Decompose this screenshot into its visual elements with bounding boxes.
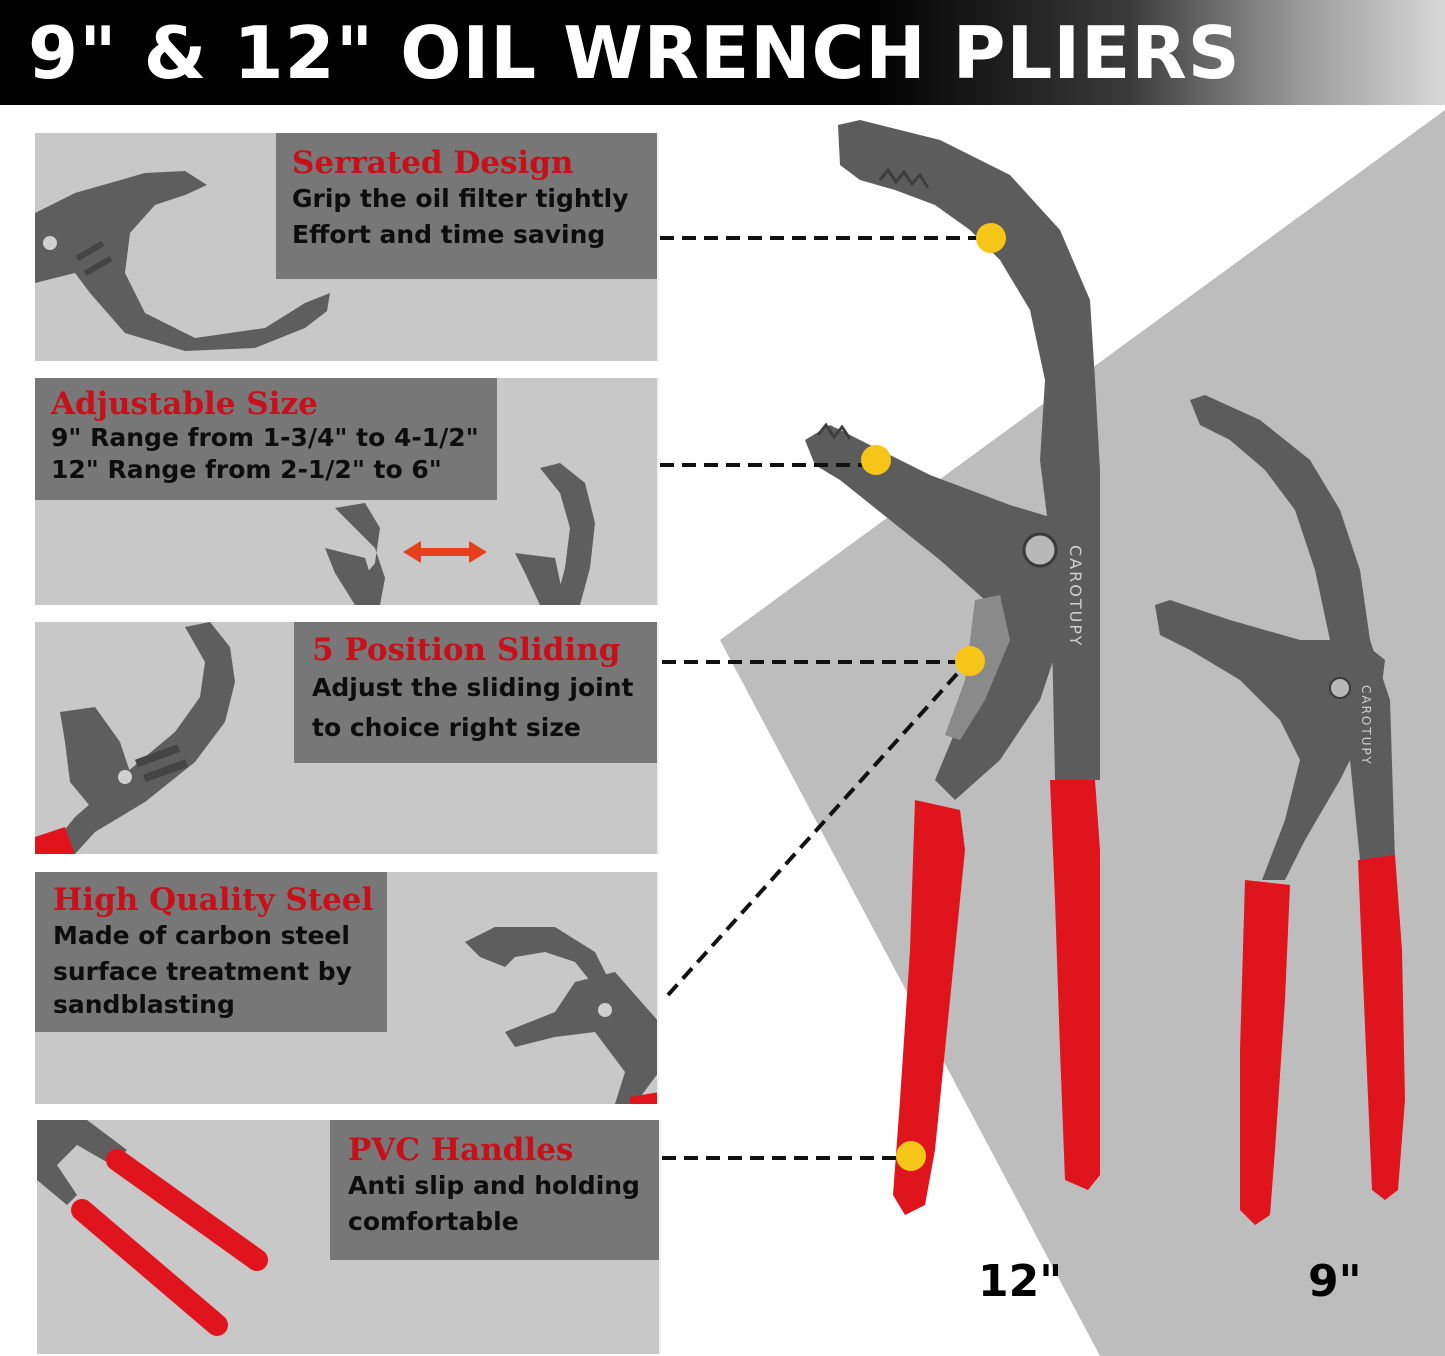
feature-panel-pvc: PVC Handles Anti slip and holding comfor… xyxy=(37,1120,661,1354)
callout-lines xyxy=(660,236,985,1160)
feature-caption: 5 Position Sliding Adjust the sliding jo… xyxy=(294,622,657,763)
marker-dot xyxy=(861,445,891,475)
feature-description: Anti slip and holding xyxy=(348,1171,640,1200)
feature-title: Serrated Design xyxy=(292,145,574,181)
plier-steel-thumbnail xyxy=(465,927,657,1104)
plier-jaw-thumbnail xyxy=(35,171,330,351)
size-label-9: 9" xyxy=(1308,1256,1362,1307)
brand-engraving-small: CAROTUPY xyxy=(1359,685,1373,766)
feature-title: High Quality Steel xyxy=(53,882,374,918)
callout-markers xyxy=(861,223,1006,1171)
feature-caption: PVC Handles Anti slip and holding comfor… xyxy=(330,1120,659,1260)
large-plier: CAROTUPY xyxy=(805,120,1100,1215)
feature-caption: Adjustable Size 9" Range from 1-3/4" to … xyxy=(35,378,497,500)
feature-title: 5 Position Sliding xyxy=(312,632,621,668)
pliers-illustration: CAROTUPY CAROTUPY xyxy=(660,120,1405,1225)
feature-description: comfortable xyxy=(348,1207,519,1236)
feature-panel-steel: High Quality Steel Made of carbon steel … xyxy=(35,872,659,1104)
feature-description: 12" Range from 2-1/2" to 6" xyxy=(51,455,442,484)
plier-slide-thumbnail xyxy=(35,622,235,854)
plier-adjust-thumbnail xyxy=(325,463,595,605)
marker-dot xyxy=(955,646,985,676)
feature-description: 9" Range from 1-3/4" to 4-1/2" xyxy=(51,423,479,452)
feature-caption: Serrated Design Grip the oil filter tigh… xyxy=(276,133,657,279)
feature-description: to choice right size xyxy=(312,713,581,742)
feature-title: Adjustable Size xyxy=(51,386,318,422)
feature-panel-serrated: Serrated Design Grip the oil filter tigh… xyxy=(35,133,659,361)
feature-description: surface treatment by xyxy=(53,957,352,986)
size-label-12: 12" xyxy=(978,1256,1063,1307)
feature-description: Grip the oil filter tightly xyxy=(292,184,629,213)
page-title: 9" & 12" OIL WRENCH PLIERS xyxy=(28,11,1241,95)
plier-handle-thumbnail xyxy=(37,1120,268,1336)
feature-panel-sliding: 5 Position Sliding Adjust the sliding jo… xyxy=(35,622,659,854)
marker-dot xyxy=(896,1141,926,1171)
header-banner: 9" & 12" OIL WRENCH PLIERS xyxy=(0,0,1445,105)
feature-description: Adjust the sliding joint xyxy=(312,673,634,702)
small-plier: CAROTUPY xyxy=(1155,395,1405,1225)
feature-description: Made of carbon steel xyxy=(53,921,350,950)
brand-engraving-large: CAROTUPY xyxy=(1066,545,1085,647)
feature-title: PVC Handles xyxy=(348,1132,574,1168)
feature-description: Effort and time saving xyxy=(292,220,606,249)
feature-panel-adjustable: Adjustable Size 9" Range from 1-3/4" to … xyxy=(35,378,659,605)
marker-dot xyxy=(976,223,1006,253)
feature-description: sandblasting xyxy=(53,990,235,1019)
feature-caption: High Quality Steel Made of carbon steel … xyxy=(35,872,387,1032)
